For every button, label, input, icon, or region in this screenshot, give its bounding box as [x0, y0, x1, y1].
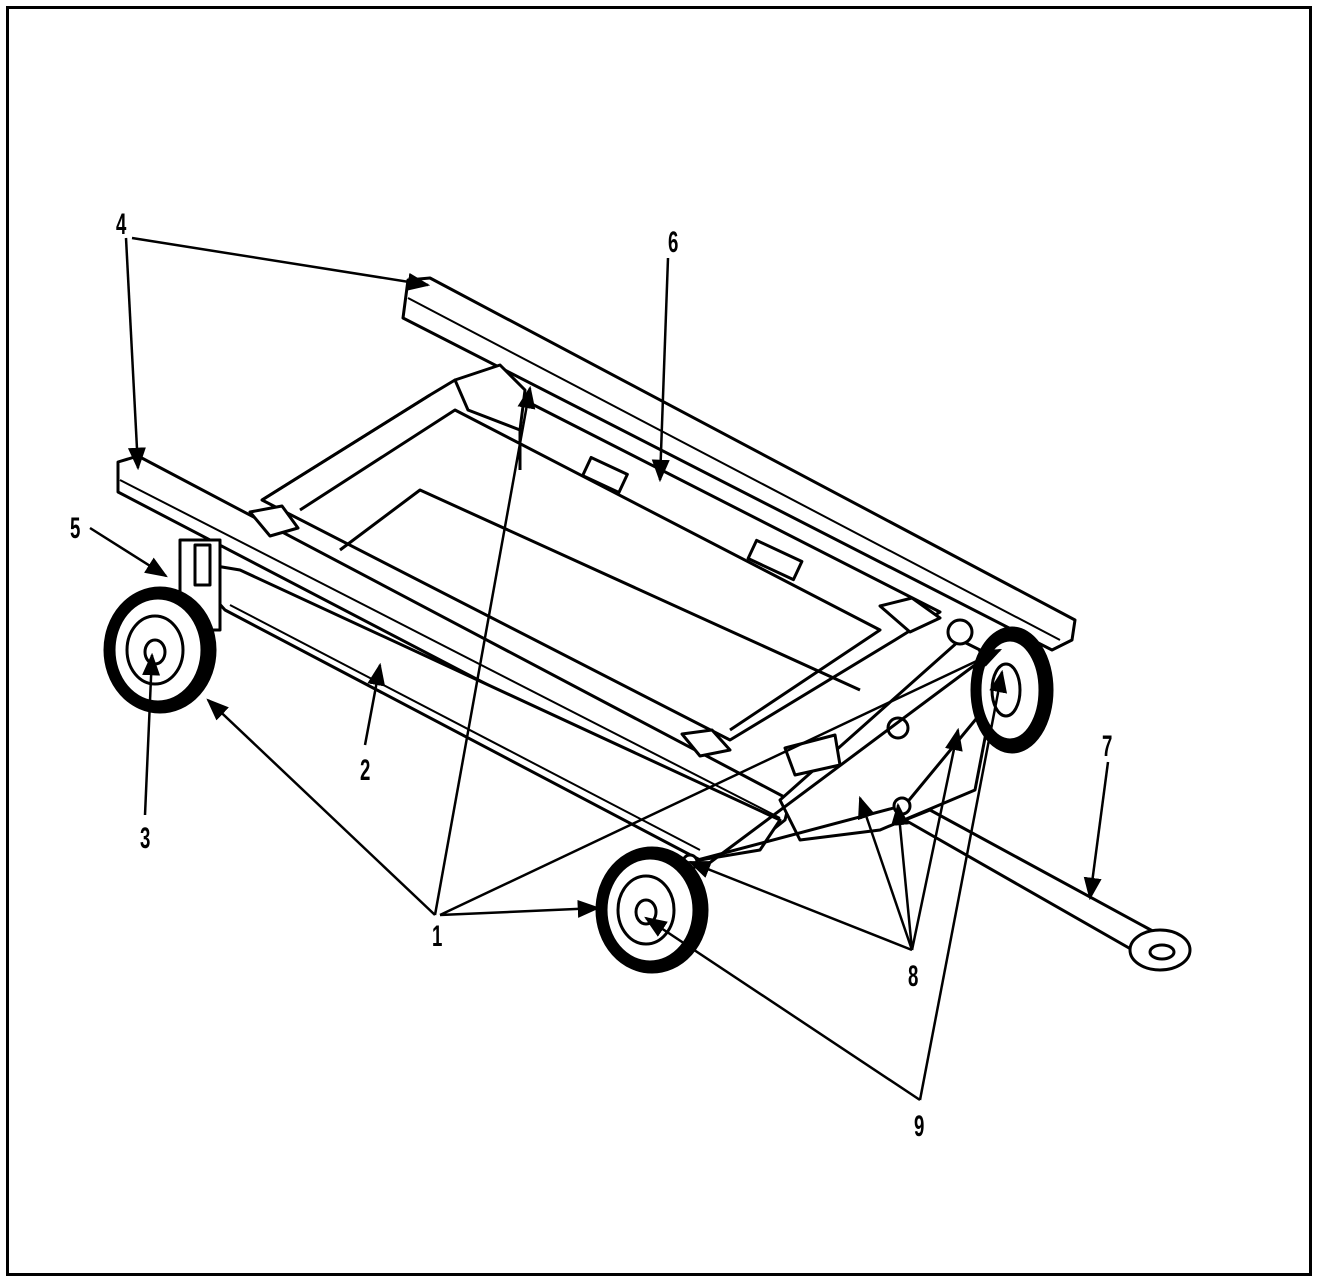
wheel-front-left [595, 846, 709, 974]
inner-frame [260, 378, 942, 742]
leader-2 [363, 662, 386, 746]
lower-side-beam [178, 558, 782, 862]
leader-9a [644, 916, 921, 1102]
wheel-front-right [970, 626, 1054, 754]
leader-8b [858, 795, 914, 951]
leader-1a [206, 698, 436, 916]
leader-1b [433, 385, 536, 916]
leader-5 [89, 526, 168, 578]
leader-6 [651, 257, 670, 483]
wheel-rear-left [103, 586, 217, 714]
upper-rail-front [116, 454, 792, 834]
leader-1d [439, 899, 601, 918]
leader-8a [687, 860, 913, 952]
tow-bar [903, 808, 1162, 962]
leader-8c [890, 802, 914, 951]
callout-3: 3 [140, 822, 151, 855]
callout-5: 5 [70, 512, 81, 545]
callout-7: 7 [1102, 730, 1113, 763]
callout-2: 2 [360, 754, 371, 787]
callout-6: 6 [668, 226, 679, 259]
leader-1c [439, 648, 1003, 917]
leader-7 [1083, 761, 1110, 901]
callout-8: 8 [908, 960, 919, 993]
leader-4b [124, 237, 146, 471]
diagram-frame [6, 6, 1312, 1276]
leader-9b [918, 669, 1008, 1101]
trailer-frame [103, 276, 1192, 974]
leader-4a [131, 236, 431, 291]
callout-4: 4 [116, 208, 127, 241]
leader-lines [89, 236, 1110, 1102]
leader-3 [142, 652, 161, 816]
callout-9: 9 [914, 1110, 925, 1143]
leader-8d [910, 727, 963, 951]
callout-1: 1 [432, 920, 443, 953]
